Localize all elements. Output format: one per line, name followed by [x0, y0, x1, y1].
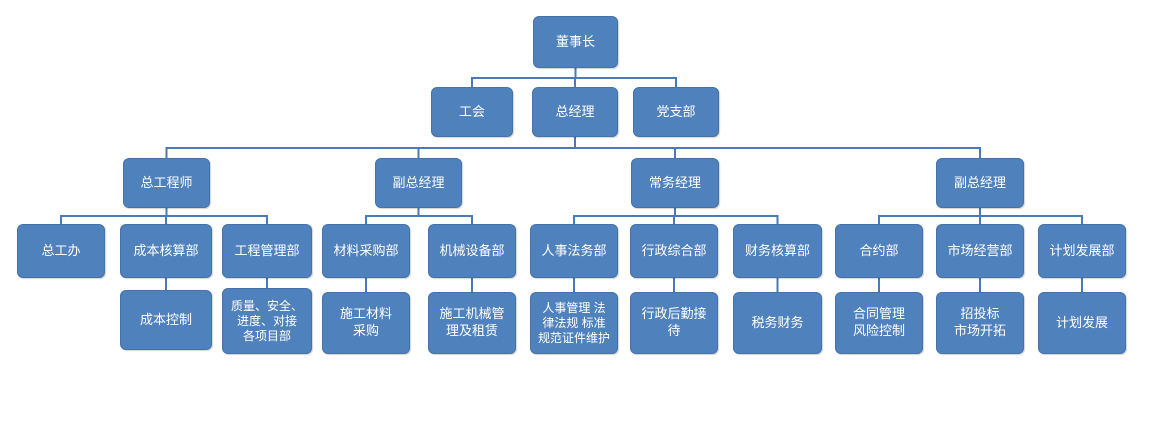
org-node-label: 市场经营部	[947, 242, 1013, 258]
org-node-label: 规范证件维护	[537, 330, 610, 345]
org-node-market-operation-dept: 市场经营部	[936, 224, 1024, 278]
org-node-label: 人事法务部	[541, 242, 607, 258]
org-node-admin-general-dept: 行政综合部	[630, 224, 718, 278]
org-node-label: 税务财务	[751, 314, 804, 330]
org-node-label: 党支部	[656, 103, 696, 119]
org-node-label: 待	[667, 323, 681, 338]
org-node-label: 各项目部	[242, 328, 291, 343]
org-node-labor-union: 工会	[431, 87, 513, 137]
org-node-cost-control: 成本控制	[120, 290, 212, 350]
org-node-tax-finance: 税务财务	[733, 292, 822, 354]
org-node-label: 机械设备部	[439, 242, 505, 258]
org-node-label: 行政后勤接	[641, 306, 707, 322]
org-node-label: 施工机械管	[439, 306, 505, 322]
org-node-planning-development-dept: 计划发展部	[1038, 224, 1126, 278]
org-node-label: 总工程师	[140, 174, 193, 190]
org-node-general-manager: 总经理	[532, 87, 618, 137]
org-node-label: 成本核算部	[133, 242, 199, 258]
org-node-label: 工程管理部	[234, 242, 300, 258]
org-node-label: 计划发展	[1055, 314, 1108, 330]
org-node-cost-accounting-dept: 成本核算部	[120, 224, 212, 278]
connector-deputy-gm-1	[365, 207, 473, 225]
org-node-chief-engineer: 总工程师	[123, 158, 210, 208]
org-node-label: 风险控制	[852, 323, 905, 338]
org-node-label: 副总经理	[392, 174, 445, 190]
org-node-label: 进度、对接	[236, 313, 297, 328]
org-node-label: 招投标	[960, 306, 1000, 322]
org-node-label: 总经理	[555, 103, 595, 119]
connector-chairman	[471, 67, 677, 88]
org-node-contract-mgmt-risk-control: 合同管理风险控制	[835, 292, 923, 354]
connector-executive-manager	[573, 207, 779, 225]
org-node-label: 计划发展部	[1049, 242, 1115, 258]
org-node-label: 财务核算部	[744, 242, 810, 258]
org-node-label: 合同管理	[852, 306, 905, 322]
org-node-label: 副总经理	[953, 174, 1006, 190]
org-node-material-purchasing-dept: 材料采购部	[322, 224, 410, 278]
org-node-label: 采购	[352, 323, 379, 338]
org-node-hr-mgmt-regulations-certs: 人事管理 法律法规 标准规范证件维护	[530, 292, 618, 354]
org-node-chief-engineer-office: 总工办	[17, 224, 105, 278]
org-node-construction-material-purchasing: 施工材料采购	[322, 292, 410, 354]
org-node-planning-development: 计划发展	[1038, 292, 1126, 354]
org-node-label: 成本控制	[139, 311, 192, 327]
org-node-label: 施工材料	[339, 306, 392, 322]
org-node-party-branch: 党支部	[633, 87, 719, 137]
org-node-label: 总工办	[41, 242, 81, 258]
org-node-label: 行政综合部	[641, 242, 707, 258]
org-node-executive-manager: 常务经理	[631, 158, 719, 208]
org-node-label: 董事长	[555, 33, 595, 49]
org-node-label: 市场开拓	[953, 323, 1006, 338]
org-node-label: 人事管理 法	[542, 300, 606, 315]
org-node-machinery-equipment-dept: 机械设备部	[428, 224, 516, 278]
org-node-label: 理及租赁	[445, 323, 498, 338]
org-node-admin-logistics-reception: 行政后勤接待	[630, 292, 718, 354]
org-node-quality-safety-progress: 质量、安全、进度、对接各项目部	[222, 288, 312, 354]
org-node-label: 质量、安全、	[230, 298, 303, 313]
org-node-bidding-market-expansion: 招投标市场开拓	[936, 292, 1024, 354]
org-node-machinery-mgmt-leasing: 施工机械管理及租赁	[428, 292, 516, 354]
org-node-label: 常务经理	[648, 174, 701, 190]
org-node-label: 律法规 标准	[542, 315, 606, 330]
connector-chief-engineer	[60, 207, 268, 225]
org-node-label: 合约部	[859, 242, 899, 258]
org-node-deputy-gm-1: 副总经理	[375, 158, 462, 208]
org-node-chairman: 董事长	[533, 16, 618, 68]
org-node-contract-dept: 合约部	[835, 224, 923, 278]
org-node-engineering-mgmt-dept: 工程管理部	[222, 224, 312, 278]
org-node-label: 材料采购部	[333, 242, 399, 258]
connector-general-manager	[165, 136, 981, 159]
org-node-hr-legal-dept: 人事法务部	[530, 224, 618, 278]
connector-deputy-gm-2	[878, 207, 1083, 225]
org-node-label: 工会	[458, 103, 485, 119]
org-node-finance-accounting-dept: 财务核算部	[733, 224, 822, 278]
org-node-deputy-gm-2: 副总经理	[936, 158, 1024, 208]
